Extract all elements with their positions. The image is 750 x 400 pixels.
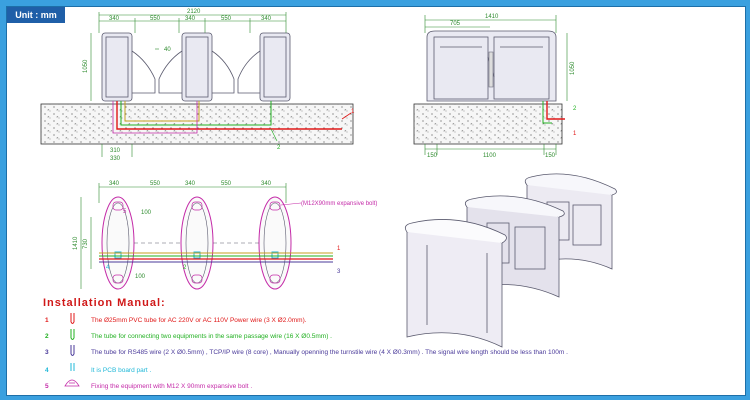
manual-title: Installation Manual: — [43, 297, 166, 309]
isometric-view — [404, 173, 617, 348]
plan-dim-bottom: 100 — [135, 274, 146, 280]
technical-drawing: 2120 340 550 340 550 340 1050 — [40, 9, 617, 387]
drawing-sheet: Unit : mm 2120 340 550 340 550 — [6, 6, 746, 396]
front-seg-5: 340 — [261, 16, 272, 22]
plan-seg-5: 340 — [261, 181, 272, 187]
side-top-left: 705 — [450, 21, 461, 27]
side-bottom-2: 1100 — [483, 153, 497, 159]
plan-height-inner: 730 — [83, 238, 89, 249]
front-seg-2: 550 — [150, 16, 161, 22]
plan-marker-4: 4 — [106, 265, 110, 271]
installation-manual: Installation Manual: 1 The Ø25mm PVC tube… — [43, 297, 683, 390]
plan-view: 340 550 340 550 340 1410 730 100 100 — [73, 181, 377, 290]
manual-item-text: The tube for RS485 wire (2 X Ø0.5mm) , T… — [91, 349, 568, 356]
manual-item-number: 5 — [45, 383, 49, 390]
side-marker-2: 2 — [573, 106, 577, 112]
front-seg-1: 340 — [109, 16, 120, 22]
side-view: 1410 705 1050 2 1 150 1100 150 — [413, 14, 577, 159]
front-marker-2: 2 — [277, 145, 281, 151]
plan-bolt-label: (M12X90mm expansive bolt) — [301, 201, 377, 207]
plan-seg-2: 550 — [150, 181, 161, 187]
front-height: 1050 — [83, 59, 89, 73]
front-seg-3: 340 — [185, 16, 196, 22]
manual-item-text: The Ø25mm PVC tube for AC 220V or AC 110… — [91, 317, 307, 324]
plan-height-outer: 1410 — [73, 236, 79, 250]
plan-dim-top: 100 — [141, 210, 152, 216]
front-flap-gap: 40 — [164, 47, 171, 53]
side-bottom-1: 150 — [427, 153, 438, 159]
plan-marker-5: 5 — [123, 209, 127, 215]
manual-item-number: 3 — [45, 349, 49, 356]
unit-badge: Unit : mm — [7, 7, 65, 23]
manual-item-number: 4 — [45, 367, 49, 374]
manual-item-text: It is PCB board part . — [91, 367, 152, 374]
front-view: 2120 340 550 340 550 340 1050 — [40, 9, 355, 162]
manual-item-number: 2 — [45, 333, 49, 340]
side-total-width: 1410 — [485, 14, 499, 20]
front-bottom-2: 330 — [110, 156, 121, 162]
plan-marker-2: 2 — [183, 265, 187, 271]
manual-icons — [64, 313, 80, 387]
side-bottom-3: 150 — [545, 153, 556, 159]
manual-item-text: The tube for connecting two equipments i… — [91, 333, 332, 340]
front-marker-1: 1 — [351, 109, 355, 115]
plan-seg-4: 550 — [221, 181, 232, 187]
red-tube-icon — [70, 313, 75, 324]
side-height: 1050 — [570, 61, 576, 75]
plan-seg-3: 340 — [185, 181, 196, 187]
front-seg-4: 550 — [221, 16, 232, 22]
plan-marker-3: 3 — [337, 269, 341, 275]
side-marker-1: 1 — [573, 131, 577, 137]
pcb-icon — [70, 363, 75, 371]
manual-item-text: Fixing the equipment with M12 X 90mm exp… — [91, 383, 253, 390]
plan-marker-1: 1 — [337, 246, 341, 252]
green-tube-icon — [70, 329, 75, 340]
manual-item-number: 1 — [45, 317, 49, 324]
plan-seg-1: 340 — [109, 181, 120, 187]
front-total-width: 2120 — [187, 9, 201, 15]
purple-tube-icon — [70, 345, 75, 356]
expansion-bolt-icon — [64, 379, 80, 387]
front-bottom-1: 310 — [110, 148, 121, 154]
